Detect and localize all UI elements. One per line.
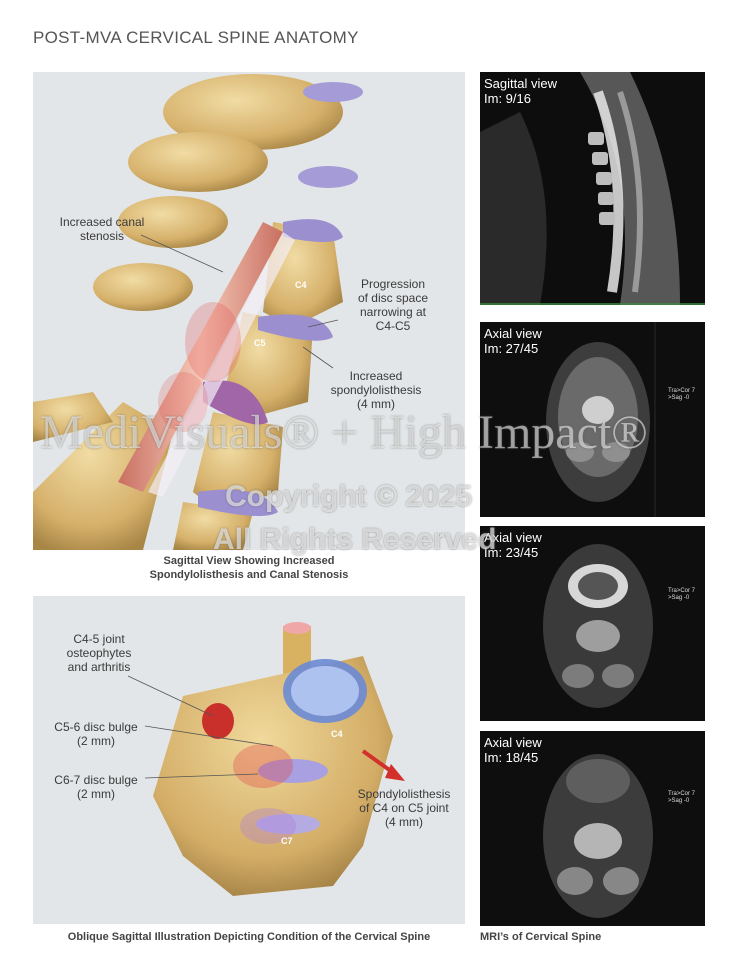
vertebra-c4-label-oblique: C4 (331, 729, 343, 739)
spondylolisthesis-c4-c5-label: Spondylolisthesis of C4 on C5 joint (4 m… (357, 787, 451, 829)
sagittal-caption: Sagittal View Showing Increased Spondylo… (149, 555, 349, 581)
copyright-watermark: Copyright © 2025 (225, 480, 473, 513)
vertebra-c5-label: C5 (254, 338, 266, 348)
c5-6-bulge-label: C5-6 disc bulge (2 mm) (54, 720, 138, 748)
page-title: POST-MVA CERVICAL SPINE ANATOMY (33, 28, 359, 47)
mri-axial-18-orientation: Tra>Cor 7 >Sag -0 (668, 791, 695, 804)
mri-caption: MRI’s of Cervical Spine (480, 931, 602, 943)
oblique-illustration-panel: C4 C7 C4-5 joint osteophytes and arthrit… (33, 596, 465, 924)
osteophytes-label: C4-5 joint osteophytes and arthritis (66, 632, 132, 674)
disc-narrowing-label: Progression of disc space narrowing at C… (357, 277, 429, 333)
spondylolisthesis-label: Increased spondylolisthesis (4 mm) (330, 369, 422, 411)
canal-stenosis-label: Increased canal stenosis (59, 215, 145, 243)
oblique-caption: Oblique Sagittal Illustration Depicting … (67, 931, 431, 943)
mri-axial-23-orientation: Tra>Cor 7 >Sag -0 (668, 588, 695, 601)
brand-watermark: MediVisuals® + High Impact® (40, 406, 648, 459)
rights-watermark: All Rights Reserved (213, 523, 497, 556)
mri-axial-23-image (480, 526, 705, 721)
sagittal-spine-illustration (33, 74, 363, 550)
mri-axial-27-image (480, 322, 705, 517)
mri-axial-18-image (480, 731, 705, 926)
vertebra-c4-label: C4 (295, 280, 307, 290)
oblique-spine-illustration (127, 622, 405, 896)
vertebra-c7-label: C7 (281, 836, 293, 846)
sagittal-illustration-panel: C4 C5 Increased canal stenosis Progressi… (33, 72, 465, 550)
mri-axial-27-orientation: Tra>Cor 7 >Sag -0 (668, 388, 695, 401)
mri-sagittal-image (480, 72, 705, 305)
c6-7-bulge-label: C6-7 disc bulge (2 mm) (54, 773, 138, 801)
